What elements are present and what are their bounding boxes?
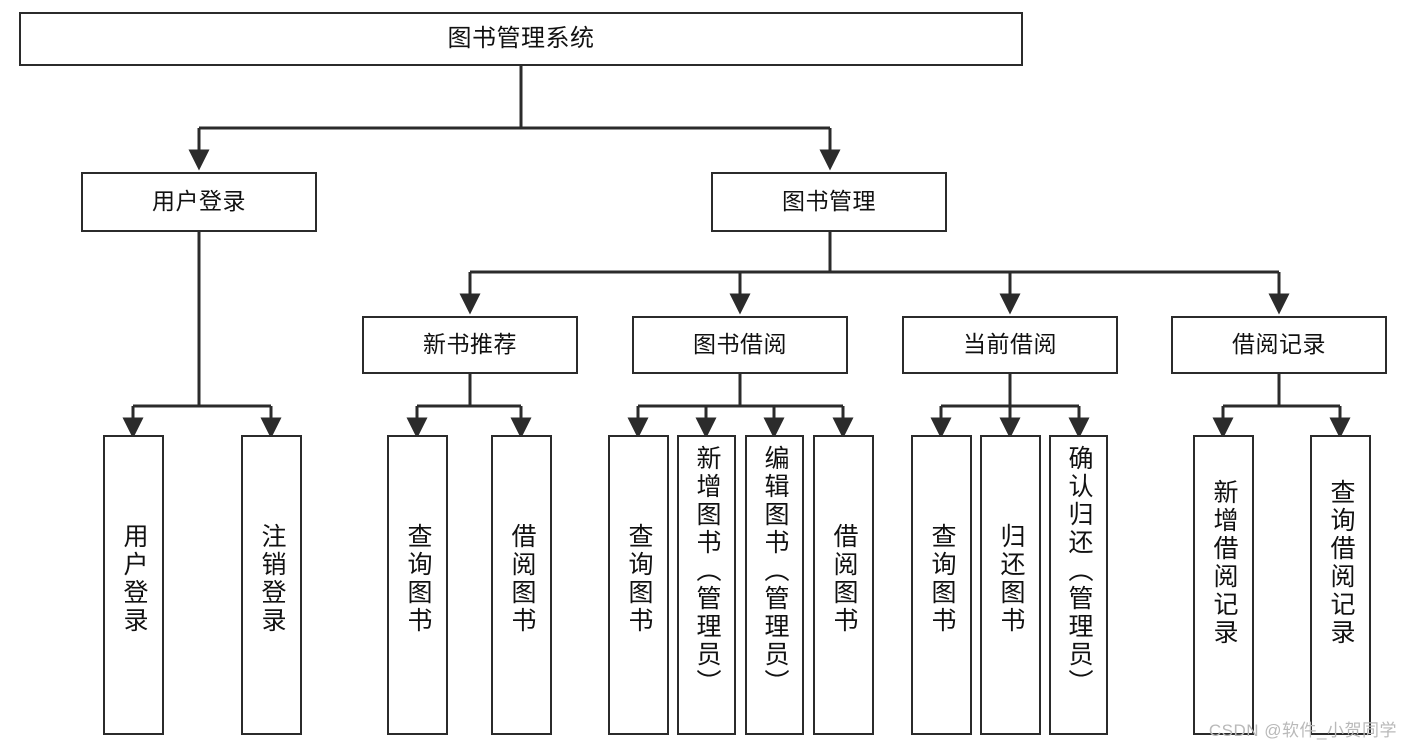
node-leaf-query-book-1[interactable]: 查询图书 — [387, 435, 448, 735]
csdn-watermark: CSDN @软件_小贺同学 — [1208, 721, 1397, 740]
node-label: 用户登录 — [152, 188, 246, 215]
node-leaf-user-login[interactable]: 用户登录 — [103, 435, 164, 735]
node-label: 新书推荐 — [423, 331, 517, 358]
node-leaf-add-book[interactable]: 新增图书（管理员） — [677, 435, 736, 735]
node-leaf-borrow-book-2[interactable]: 借阅图书 — [813, 435, 874, 735]
node-label: 确认归还（管理员） — [1065, 445, 1093, 697]
node-book-borrow[interactable]: 图书借阅 — [632, 316, 848, 374]
node-leaf-confirm-return[interactable]: 确认归还（管理员） — [1049, 435, 1108, 735]
node-label: 图书借阅 — [693, 331, 787, 358]
node-label: 借阅图书 — [508, 523, 536, 635]
node-label: 新增借阅记录 — [1210, 479, 1238, 647]
node-label: 查询图书 — [404, 523, 432, 635]
node-leaf-query-book-3[interactable]: 查询图书 — [911, 435, 972, 735]
node-leaf-add-record[interactable]: 新增借阅记录 — [1193, 435, 1254, 735]
node-new-book-recommend[interactable]: 新书推荐 — [362, 316, 578, 374]
node-label: 当前借阅 — [963, 331, 1057, 358]
node-label: 查询图书 — [625, 523, 653, 635]
node-leaf-logout[interactable]: 注销登录 — [241, 435, 302, 735]
node-label: 借阅图书 — [830, 523, 858, 635]
node-borrow-record[interactable]: 借阅记录 — [1171, 316, 1387, 374]
node-user-login[interactable]: 用户登录 — [81, 172, 317, 232]
node-label: 用户登录 — [120, 523, 148, 635]
node-leaf-return-book[interactable]: 归还图书 — [980, 435, 1041, 735]
node-label: 编辑图书（管理员） — [761, 445, 789, 697]
node-label: 归还图书 — [997, 523, 1025, 635]
node-label: 新增图书（管理员） — [693, 445, 721, 697]
node-book-management[interactable]: 图书管理 — [711, 172, 947, 232]
node-root-book-management-system[interactable]: 图书管理系统 — [19, 12, 1023, 66]
node-label: 图书管理系统 — [447, 24, 595, 52]
node-label: 查询图书 — [928, 523, 956, 635]
node-label: 借阅记录 — [1232, 331, 1326, 358]
node-leaf-edit-book[interactable]: 编辑图书（管理员） — [745, 435, 804, 735]
node-leaf-query-record[interactable]: 查询借阅记录 — [1310, 435, 1371, 735]
node-leaf-borrow-book-1[interactable]: 借阅图书 — [491, 435, 552, 735]
node-label: 查询借阅记录 — [1327, 479, 1355, 647]
node-current-borrow[interactable]: 当前借阅 — [902, 316, 1118, 374]
node-label: 图书管理 — [782, 188, 876, 215]
node-label: 注销登录 — [258, 523, 286, 635]
node-leaf-query-book-2[interactable]: 查询图书 — [608, 435, 669, 735]
